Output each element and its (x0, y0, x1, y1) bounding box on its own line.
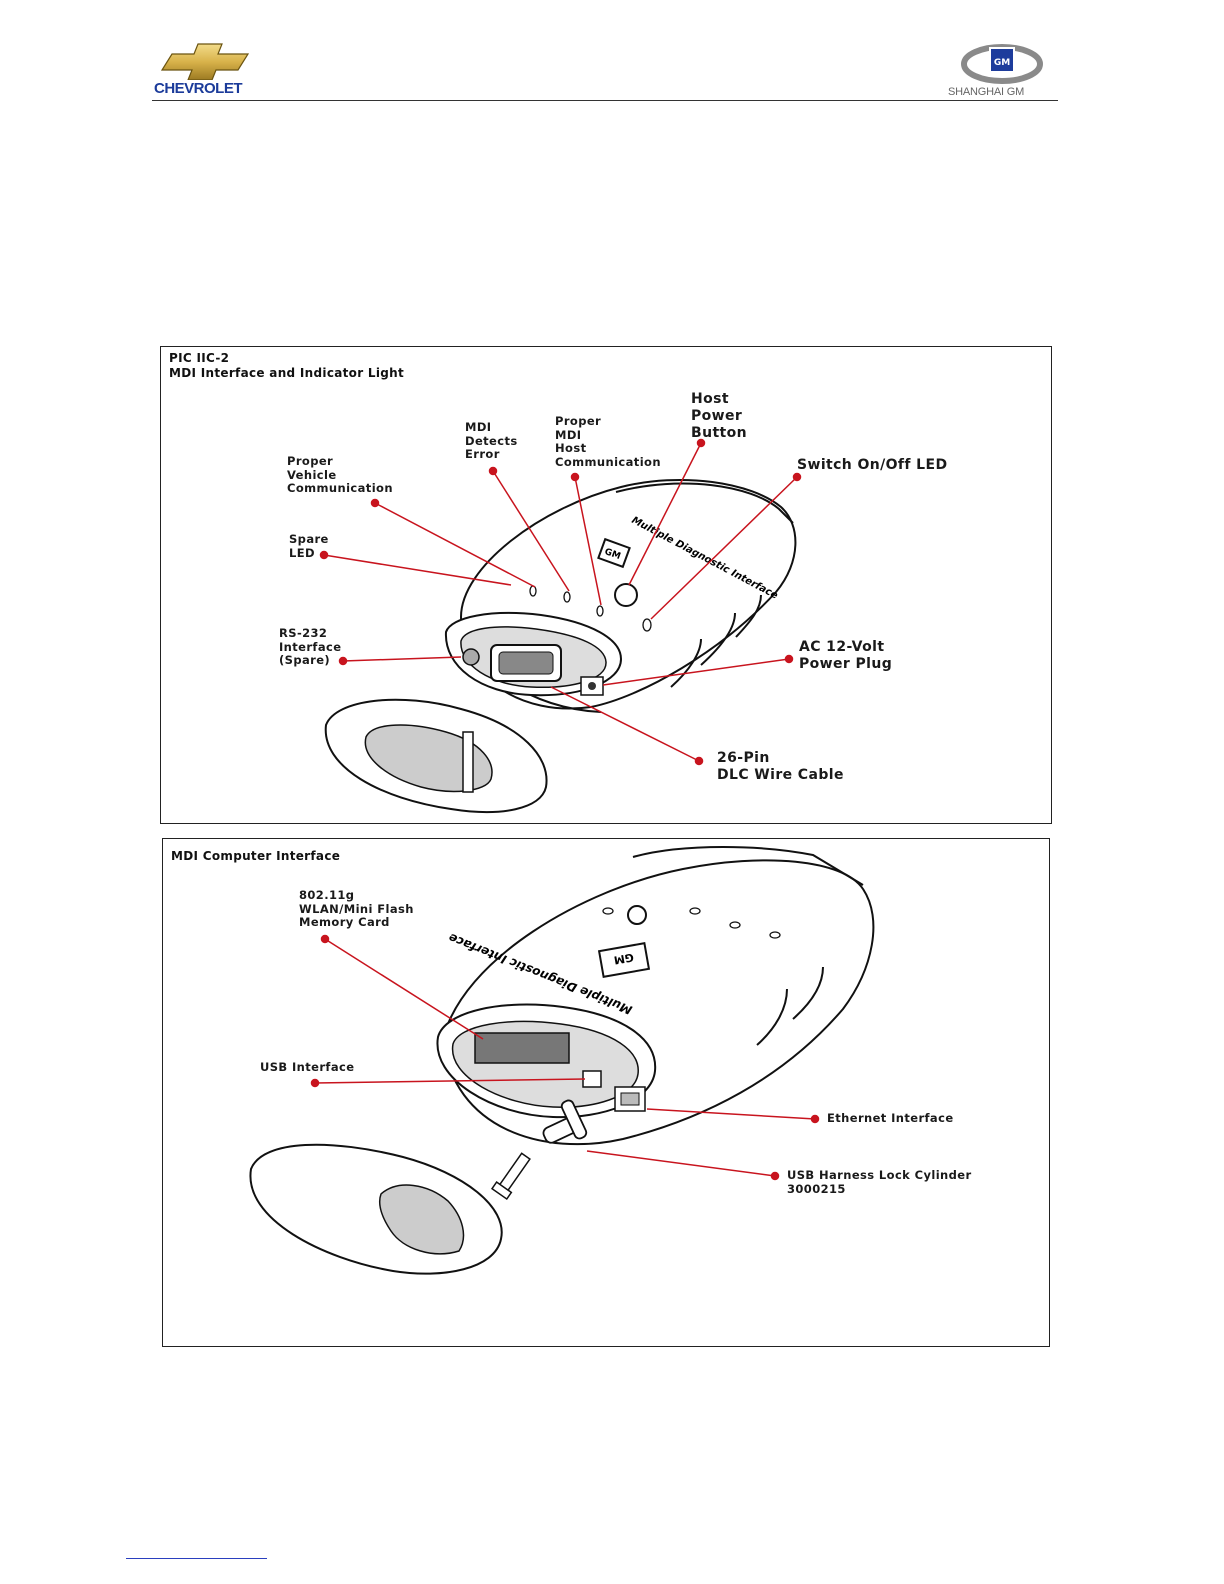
callout-switch-led: Switch On/Off LED (797, 457, 948, 473)
callout-host-power-button: Host Power Button (691, 391, 748, 441)
callout-ac-power: AC 12-Volt Power Plug (799, 639, 893, 672)
panel1-title-line2: MDI Interface and Indicator Light (169, 366, 405, 380)
shanghai-gm-wordmark: SHANGHAI GM (948, 86, 1025, 98)
callout-ethernet: Ethernet Interface (827, 1111, 954, 1125)
bowtie-icon (160, 43, 250, 81)
chevrolet-wordmark: CHEVROLET (154, 80, 243, 97)
callout-usb-interface: USB Interface (260, 1060, 355, 1074)
callout-proper-vehicle: Proper Vehicle Communication (287, 454, 393, 495)
panel1-title-line1: PIC IIC-2 (169, 351, 230, 365)
mdi-device-rear-illustration: GM Multiple Diagnostic Interface (249, 846, 875, 1275)
chevrolet-logo: CHEVROLET (152, 40, 267, 98)
gm-badge: GM (994, 58, 1010, 68)
gm-swoosh-icon: GM (961, 44, 1043, 84)
figure-panel-mdi-computer: MDI Computer Interface GM Multiple Diagn… (162, 838, 1050, 1347)
callout-rs232: RS-232 Interface (Spare) (279, 626, 342, 667)
callout-wlan-card: 802.11g WLAN/Mini Flash Memory Card (299, 888, 414, 929)
callout-spare-led: Spare LED (289, 532, 329, 560)
panel2-title: MDI Computer Interface (171, 849, 341, 863)
header-divider (152, 100, 1058, 101)
callout-usb-harness: USB Harness Lock Cylinder 3000215 (787, 1168, 972, 1196)
device-badge-rear: GM (613, 950, 635, 966)
shanghai-gm-logo: GM SHANGHAI GM (946, 40, 1058, 100)
figure-panel-mdi-indicators: PIC IIC-2 MDI Interface and Indicator Li… (160, 346, 1052, 824)
mdi-device-front-illustration: GM Multiple Diagnostic Interface (319, 438, 802, 814)
callout-mdi-detects-error: MDI Detects Error (465, 420, 518, 461)
footer-link-underline (126, 1558, 267, 1559)
callout-dlc-cable: 26-Pin DLC Wire Cable (717, 750, 844, 783)
callout-proper-mdi-host: Proper MDI Host Communication (555, 414, 661, 469)
